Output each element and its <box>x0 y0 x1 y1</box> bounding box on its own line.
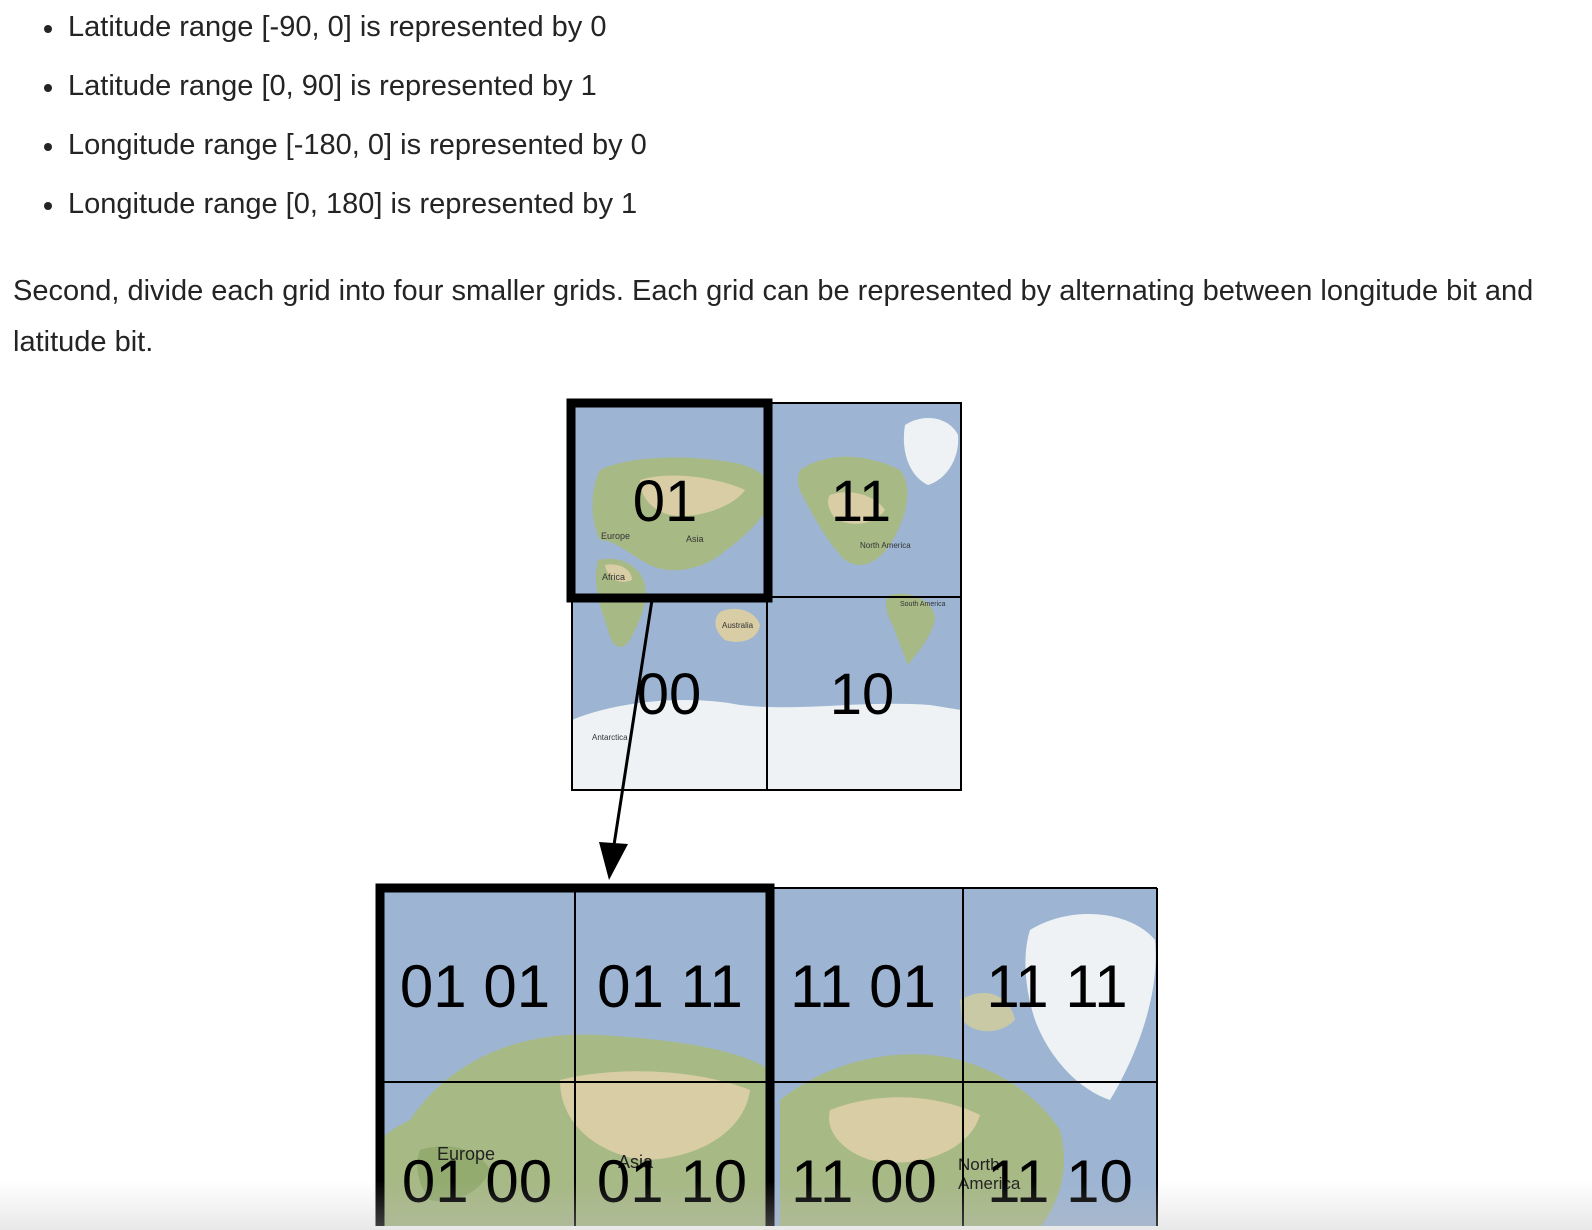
bullet-text: Longitude range [0, 180] is represented … <box>68 188 638 220</box>
bullet-text: Latitude range [0, 90] is represented by… <box>68 70 597 102</box>
map-label-australia: Australia <box>722 621 754 630</box>
bottom-grid-lines <box>375 883 1158 1226</box>
bullet-text: Longitude range [-180, 0] is represented… <box>68 129 647 161</box>
map-label-antarctica: Antarctica <box>592 733 628 742</box>
highlighted-region-01 <box>375 883 775 1226</box>
map-label-asia-zoom: Asia <box>618 1152 654 1172</box>
bullet-text: Latitude range [-90, 0] is represented b… <box>68 11 607 43</box>
cell-label-1100: 11 00 <box>791 1148 937 1215</box>
top-grid-lines <box>566 398 962 791</box>
map-label-europe: Europe <box>601 531 630 541</box>
cell-label-0110: 01 10 <box>597 1148 747 1215</box>
map-label-asia: Asia <box>686 534 704 544</box>
map-label-north-america: North America <box>860 541 911 550</box>
bullet-dot <box>44 84 52 92</box>
map-label-north-america-zoom-wrap: North America <box>958 1155 1021 1193</box>
map-label-south-america: South America <box>900 601 946 608</box>
bullet-dot <box>44 25 52 33</box>
explanation-paragraph: Second, divide each grid into four small… <box>13 275 1534 358</box>
cell-label-11: 11 <box>831 469 891 534</box>
cell-label-1111: 11 11 <box>986 953 1127 1020</box>
zoom-arrow <box>599 599 654 880</box>
cell-label-10: 10 <box>830 662 895 727</box>
cell-label-0101: 01 01 <box>400 953 550 1020</box>
cell-label-00: 00 <box>637 662 702 727</box>
map-label-africa: Africa <box>602 572 625 582</box>
cell-label-1101: 11 01 <box>790 953 936 1020</box>
map-label-north-america-zoom: North America <box>958 1155 1021 1193</box>
bullet-dot <box>44 143 52 151</box>
arrow-head-icon <box>599 842 628 880</box>
cell-label-0111: 01 11 <box>597 953 743 1020</box>
cell-label-1110: 11 10 <box>987 1148 1133 1215</box>
cell-label-01: 01 <box>633 469 698 534</box>
highlighted-cell-01 <box>566 398 773 603</box>
cell-label-0100: 01 00 <box>402 1148 552 1215</box>
map-label-europe-zoom: Europe <box>437 1144 495 1164</box>
bullet-dot <box>44 202 52 210</box>
